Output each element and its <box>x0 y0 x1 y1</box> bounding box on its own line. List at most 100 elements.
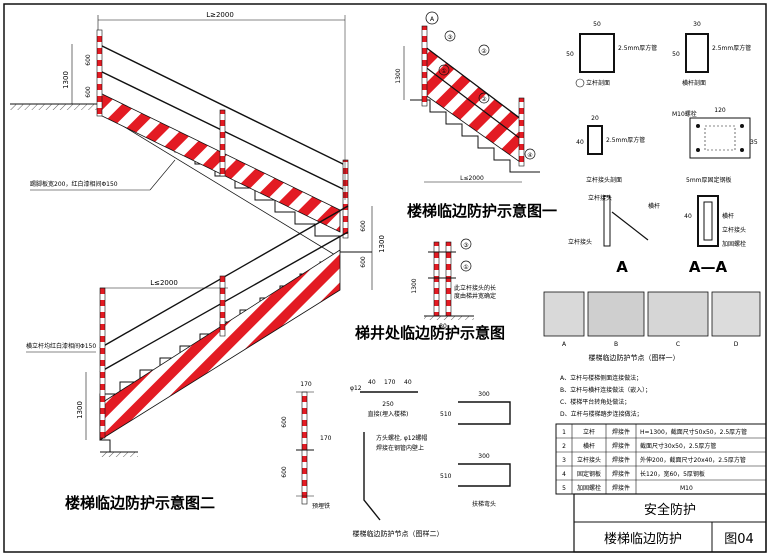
dim-1300-mid: 1300 <box>378 235 386 253</box>
well-mark-3: ③ <box>463 242 468 249</box>
bolt-note-1: 方头螺栓, φ12螺帽 <box>376 434 427 442</box>
label-post-joint-a: 立杆接头 <box>588 194 612 202</box>
table-row-spec: M10 <box>680 485 693 492</box>
stair-diagram-main: L≥2000 1300 600 600 踢脚板宽200，红白漆相间Φ150 60… <box>10 11 386 457</box>
steel-note-post: 2.5mm厚方管 <box>618 44 657 52</box>
table-row-name: 加固螺栓 <box>577 484 601 492</box>
label-post-joint-b: 立杆接头 <box>568 238 592 246</box>
table-row-name: 横杆 <box>583 442 595 450</box>
steel-note-joint: 2.5mm厚方管 <box>606 136 645 144</box>
sections: 50 50 2.5mm厚方管 立杆剖面 30 50 2.5mm厚方管 横杆剖面 … <box>566 21 758 276</box>
dim-600-e: 600 <box>281 416 288 428</box>
steel-note-rail: 2.5mm厚方管 <box>712 44 751 52</box>
title-block-name: 楼梯临边防护 <box>604 531 682 547</box>
dim-170-b: 170 <box>320 435 332 442</box>
post <box>219 109 226 177</box>
label-rail-a: 横杆 <box>648 202 660 210</box>
method-a: A、立杆与楼梯侧面连接做法； <box>560 374 642 382</box>
dim-600-d: 600 <box>360 256 367 268</box>
dim-1300-lower: 1300 <box>76 401 84 419</box>
section-plate: 5mm厚固定钢板 <box>686 176 732 184</box>
callout-mark-3: ③ <box>447 34 452 41</box>
table-row-spec: H=1300，截面尺寸50x50，2.5厚方管 <box>640 428 747 436</box>
side-install: 直接(埋入楼梯) <box>368 410 409 418</box>
table-row-type: 焊接件 <box>612 442 630 450</box>
photo-label-b: B <box>614 341 618 348</box>
callout-mark-2b: ② <box>481 96 487 103</box>
section-post: 立杆剖面 <box>586 79 610 87</box>
section-mark-a: A <box>430 16 435 23</box>
post-paint-callout: 横立杆均红白漆相间Φ150 <box>26 342 96 350</box>
dim-300-b: 300 <box>478 453 490 460</box>
dim-1300-upper: 1300 <box>62 71 70 89</box>
section-AA: A—A <box>689 258 728 276</box>
dim-600-b: 600 <box>85 86 92 98</box>
dim-L-ge-2000: L≥2000 <box>206 11 234 19</box>
dim-600-a: 600 <box>85 54 92 66</box>
post <box>342 159 349 239</box>
dim-1300-well: 1300 <box>411 278 418 293</box>
label-bolt-aa: 加固螺栓 <box>722 240 746 248</box>
title-block-category: 安全防护 <box>644 502 696 518</box>
photo-label-d: D <box>734 341 739 348</box>
post <box>518 97 525 167</box>
title-stair-fig2: 楼梯临边防护示意图二 <box>65 494 215 512</box>
rail-upper-top <box>97 43 346 166</box>
dim-170-c: 170 <box>384 379 396 386</box>
dim-170-a: 170 <box>300 381 312 388</box>
table-row-spec: 长120，宽60，5厚钢板 <box>640 470 705 478</box>
dim-1300-fig1: 1300 <box>395 68 402 83</box>
photo-d <box>711 291 761 337</box>
dim-600-f: 600 <box>281 466 288 478</box>
table-row-name: 立杆 <box>583 428 595 436</box>
table-row-type: 焊接件 <box>612 428 630 436</box>
stair-diagram-fig1: A ③ ② ① ② ④ 1300 L≤2000 楼梯临边防护示意图一 <box>395 11 557 220</box>
well-diagram: ③ ① 此立杆接头的长 度由梯井宽确定 1300 80 梯井处临边防护示意图 <box>355 238 505 342</box>
title-node-sample2: 楼梯临边防护节点（图样二） <box>353 529 444 538</box>
toe-board-callout: 踢脚板宽200，红白漆相间Φ150 <box>30 180 118 188</box>
label-post-joint-aa: 立杆接头 <box>722 226 746 234</box>
methods-list: A、立杆与楼梯侧面连接做法； B、立杆与横杆连接做法（嵌入）； C、楼梯平台转角… <box>560 374 651 418</box>
table-row-spec: 截面尺寸30x50，2.5厚方管 <box>640 442 716 450</box>
dim-300-a: 300 <box>478 391 490 398</box>
sheet-border <box>3 3 767 553</box>
post <box>421 25 428 107</box>
dim-50-h: 50 <box>566 51 574 58</box>
dim-600-c: 600 <box>360 220 367 232</box>
photo-strip: A B C D 楼梯临边防护节点（图样一） <box>543 291 761 362</box>
dim-50-w: 50 <box>593 21 601 28</box>
dim-510-a: 510 <box>440 411 452 418</box>
photo-label-a: A <box>562 341 567 348</box>
dim-40-joint: 40 <box>576 139 584 146</box>
photo-label-c: C <box>676 341 680 348</box>
table-row-type: 焊接件 <box>612 484 630 492</box>
section-joint: 立杆接头剖面 <box>586 176 622 184</box>
method-c: C、楼梯平台转角处做法； <box>560 398 630 406</box>
post <box>96 29 103 117</box>
dim-120: 120 <box>714 107 726 114</box>
label-bend-iron: 扶梯弯头 <box>472 500 496 508</box>
post <box>433 241 440 317</box>
callout-mark-2: ② <box>481 48 487 55</box>
title-stair-fig1: 楼梯临边防护示意图一 <box>407 202 557 220</box>
dim-40-b1: 40 <box>368 379 376 386</box>
table-row-no: 1 <box>562 429 566 436</box>
photo-c <box>647 291 709 337</box>
m10-label: M10螺栓 <box>672 110 697 118</box>
callout-mark-1: ① <box>441 68 446 75</box>
well-note-2: 度由梯井宽确定 <box>454 292 496 300</box>
toe-board-fig1 <box>423 45 521 163</box>
post <box>99 287 106 439</box>
table-row-no: 4 <box>562 471 566 478</box>
toe-board-lower <box>99 249 341 441</box>
table-row-name: 立杆接头 <box>577 456 601 464</box>
dim-50-rail: 50 <box>672 51 680 58</box>
method-d: D、立杆与楼梯踏步连接做法； <box>560 410 643 418</box>
section-A: A <box>616 258 628 276</box>
table-row-no: 5 <box>562 485 566 492</box>
title-block-sheet-no: 图04 <box>724 532 754 547</box>
dim-35: 35 <box>750 139 758 146</box>
table-row-type: 焊接件 <box>612 470 630 478</box>
well-mark-1: ① <box>463 264 468 271</box>
